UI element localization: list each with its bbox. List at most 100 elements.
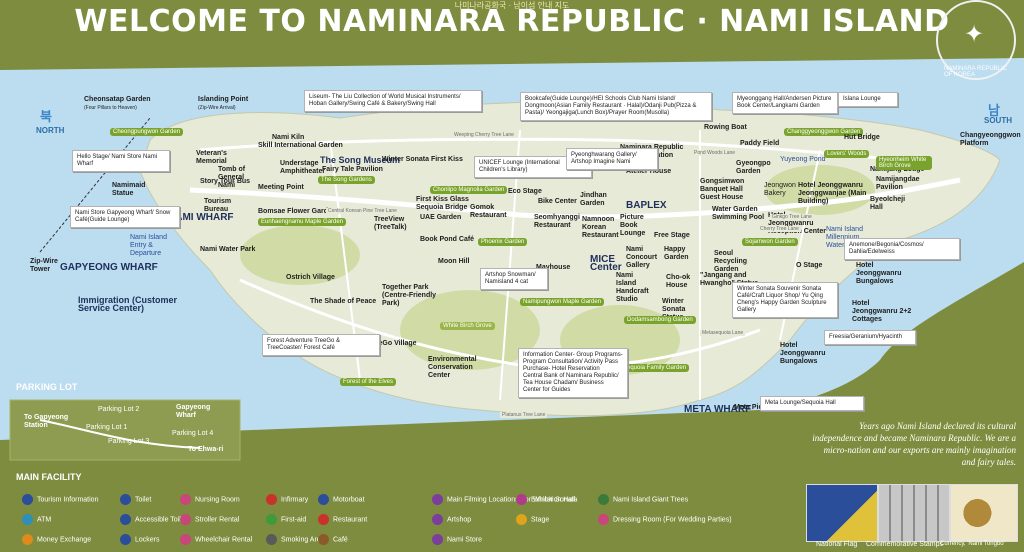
place-cheongpungwon[interactable]: Cheongpungwon Garden (110, 128, 184, 136)
place-picture-book-lounge[interactable]: Picture Book Lounge (620, 214, 646, 237)
place-tomb[interactable]: Tomb of General Nami (218, 166, 246, 189)
place-env-center[interactable]: Environmental Conservation Center (428, 356, 477, 379)
place-understage[interactable]: Understage Amphitheater (280, 160, 326, 175)
parking-lot-3[interactable]: Parking Lot 3 (108, 438, 150, 445)
place-jangang[interactable]: "Jangang and Hwangho" Statue (700, 272, 759, 287)
place-millennium-waterfall[interactable]: Nami Island Millennium Waterfall (826, 226, 863, 249)
callout-winter-sonata-souvenir[interactable]: Winter Sonata Souvenir Sonata Café/Craft… (732, 282, 838, 318)
place-book-pond[interactable]: Book Pond Café (420, 236, 475, 243)
place-choonok[interactable]: Cho-ok House (666, 274, 691, 289)
place-gomok[interactable]: Gomok Restaurant (470, 204, 507, 219)
place-namimaid[interactable]: Namimaid Statue (112, 182, 146, 197)
place-rowing-boat[interactable]: Rowing Boat (704, 124, 747, 131)
place-sequoia-family[interactable]: Sequoia Family Garden (620, 364, 690, 372)
place-together-park[interactable]: Together Park (Centre-Friendly Park) (382, 284, 437, 307)
place-meta-wharf[interactable]: META WHARF (684, 404, 752, 415)
place-changyeong-platform[interactable]: Changyeonggwon Platform (960, 132, 1021, 147)
place-nami-kiln[interactable]: Nami Kiln (272, 134, 305, 141)
callout-info-center[interactable]: Information Center- Group Programs- Prog… (518, 348, 628, 398)
place-treeview[interactable]: TreeView (TreeTalk) (374, 216, 407, 231)
place-changgyeong-garden[interactable]: Changgyeonggwon Garden (784, 128, 864, 136)
place-paddy-field[interactable]: Paddy Field (740, 140, 780, 147)
place-shade-of-peace[interactable]: The Shade of Peace (310, 298, 377, 305)
place-jindhan[interactable]: Jindhan Garden (580, 192, 607, 207)
place-skill-garden[interactable]: Skill International Garden (258, 142, 343, 149)
place-bike-center[interactable]: Bike Center (538, 198, 577, 205)
place-zip-wire[interactable]: Zip-Wire Tower (30, 258, 58, 273)
place-phoenix[interactable]: Phoenix Garden (478, 238, 528, 246)
place-ostrich[interactable]: Ostrich Village (286, 274, 335, 281)
place-namipark-maple[interactable]: Namipungwon Maple Garden (520, 298, 605, 306)
place-baplex[interactable]: BAPLEX (626, 200, 667, 211)
place-eunhaengnamu[interactable]: Eunhaengnamu Maple Garden (258, 218, 347, 226)
place-sojamwon[interactable]: Sojamwon Garden (742, 238, 798, 246)
place-meta-pier[interactable]: Meta Pier (734, 404, 766, 411)
place-seoul-recycling[interactable]: Seoul Recycling Garden (714, 250, 748, 273)
place-namijangdae[interactable]: Namijangdae Pavilion (876, 176, 920, 191)
place-song-museum[interactable]: The Song Museum (320, 155, 401, 165)
place-bomsae[interactable]: Bomsae Flower Garden (258, 208, 337, 215)
callout-unicef[interactable]: UNICEF Lounge (International Children's … (474, 156, 592, 178)
callout-pyeonghwa[interactable]: Pyeonghwarang Gallery/ Artshop Imagine N… (566, 148, 658, 170)
place-gyeongpo[interactable]: Gyeongpo Garden (736, 160, 771, 175)
callout-forest-adventure[interactable]: Forest Adventure TreeGo & TreeCoaster/ F… (262, 334, 380, 356)
place-treego-village[interactable]: TreeGo Village (368, 340, 417, 347)
place-yuyeong-pond[interactable]: Yuyeong Pond (780, 156, 826, 163)
place-nami-wharf[interactable]: NAMI WHARF (168, 212, 234, 223)
place-jeongwon-bakery[interactable]: Jeongwon Bakery (764, 182, 796, 197)
place-hotel-cottages[interactable]: Hotel Jeonggwanru 2+2 Cottages (852, 300, 912, 323)
callout-myeonggang[interactable]: Myeonggang Hall/Andersen Picture Book Ce… (732, 92, 838, 114)
place-cheonsatap[interactable]: Cheonsatap Garden (84, 96, 151, 103)
place-mayhouse[interactable]: Mayhouse (536, 264, 571, 271)
place-forest-elves[interactable]: Forest of the Elves (340, 378, 397, 386)
place-tourism-bureau[interactable]: Tourism Bureau (204, 198, 232, 213)
place-gongsimwon[interactable]: Gongsimwon Banquet Hall Guest House (700, 178, 745, 201)
place-song-garden[interactable]: The Song Gardens (318, 176, 375, 184)
place-entry[interactable]: Nami Island Entry & Departure (130, 234, 167, 257)
place-fairy-tale[interactable]: Fairy Tale Pavilion (322, 166, 383, 173)
place-eco-stage[interactable]: Eco Stage (508, 188, 542, 195)
callout-anemone[interactable]: Anemone/Begonia/Cosmos/ Dahlia/Edelweiss (844, 238, 960, 260)
place-hotel-bungalows2[interactable]: Hotel Jeonggwanru Bungalows (780, 342, 826, 365)
parking-lot-4[interactable]: Parking Lot 4 (172, 430, 214, 437)
place-byeolcheji[interactable]: Byeolcheji Hall (870, 196, 906, 211)
place-hyeonheim[interactable]: Hyeonheim White Birch Grove (876, 156, 932, 170)
place-atelier[interactable]: Atelier House (626, 168, 672, 175)
place-water-garden[interactable]: Water Garden Swimming Pool (712, 206, 765, 221)
place-mice-center[interactable]: MICE Center (590, 254, 622, 273)
place-o-stage[interactable]: O Stage (796, 262, 823, 269)
place-chonlipo[interactable]: Chonlipo Magnolia Garden (430, 186, 508, 194)
place-veterans[interactable]: Veteran's Memorial (196, 150, 227, 165)
callout-hello-stage[interactable]: Hello Stage/ Nami Store Nami Wharf (72, 150, 170, 172)
place-nami-concourt[interactable]: Nami Concourt Gallery (626, 246, 658, 269)
place-winter-sonata-first-kiss[interactable]: Winter Sonata First Kiss (382, 156, 463, 163)
place-seomhyanggi[interactable]: Seomhyanggi Restaurant (534, 214, 580, 229)
place-story-tour-bus[interactable]: Story Tour Bus (200, 178, 251, 185)
place-moon-hill[interactable]: Moon Hill (438, 258, 470, 265)
callout-nami-store-gapyeong[interactable]: Nami Store Gapyeong Wharf/ Snow Café(Gui… (70, 206, 180, 228)
place-islanding-point[interactable]: Islanding Point (198, 96, 249, 103)
callout-meta-lounge[interactable]: Meta Lounge/Sequoia Hall (760, 396, 864, 411)
place-uae-garden[interactable]: UAE Garden (420, 214, 462, 221)
place-hut-bridge[interactable]: Hut Bridge (844, 134, 880, 141)
callout-bookcafe[interactable]: Bookcafe(Guide Lounge)/HEI Schools Club … (520, 92, 712, 121)
parking-lot-2[interactable]: Parking Lot 2 (98, 406, 140, 413)
place-gapyeong-wharf[interactable]: GAPYEONG WHARF (60, 262, 158, 273)
place-dodamsambong[interactable]: Dodamsambong Garden (624, 316, 696, 324)
place-meeting-point[interactable]: Meeting Point (258, 184, 304, 191)
place-immigration[interactable]: Immigration (Customer Service Center) (78, 295, 178, 313)
place-lovers-woods[interactable]: Lovers' Woods (824, 150, 870, 158)
place-hotel-main[interactable]: Hotel Jeonggwanru Jeonggwanjae (Main Bui… (798, 182, 867, 205)
place-namnoon[interactable]: Namnoon Korean Restaurant (582, 216, 619, 239)
place-first-kiss-bridge[interactable]: First Kiss Glass Sequoia Bridge (416, 196, 469, 211)
place-happy-garden[interactable]: Happy Garden (664, 246, 689, 261)
callout-artshop-snowman[interactable]: Artshop Snowman/ Namisland 4 cat (480, 268, 548, 290)
callout-freesia[interactable]: Freesia/Geranium/Hyacinth (824, 330, 916, 345)
callout-lisseum[interactable]: Liseum- The Liu Collection of World Musi… (304, 90, 482, 112)
place-nami-water-park[interactable]: Nami Water Park (200, 246, 256, 253)
parking-lot-1[interactable]: Parking Lot 1 (86, 424, 128, 431)
place-nami-handcraft[interactable]: Nami Island Handcraft Studio (616, 272, 649, 303)
place-hotel-bungalows[interactable]: Hotel Jeonggwanru Bungalows (856, 262, 902, 285)
place-free-stage[interactable]: Free Stage (654, 232, 690, 239)
callout-islana[interactable]: Islana Lounge (838, 92, 898, 107)
